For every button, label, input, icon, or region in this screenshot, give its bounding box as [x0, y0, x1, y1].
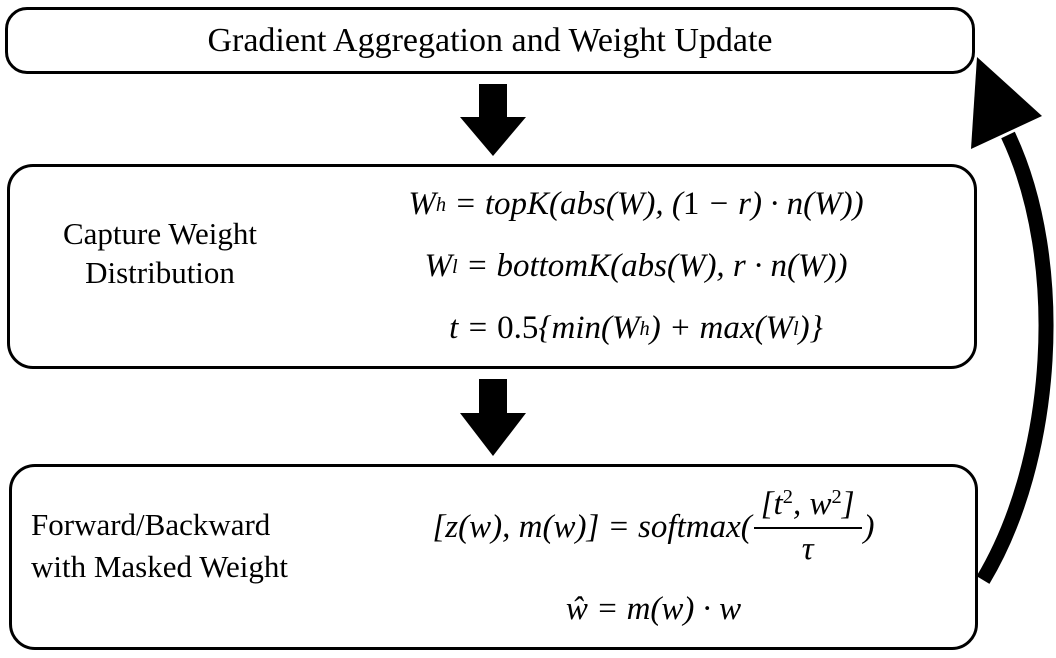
gradient-update-title: Gradient Aggregation and Weight Update: [207, 21, 773, 59]
masked-weight-formulas: [z(w), m(w)] = softmax([t2, w2]τ) ŵ = m(…: [344, 479, 975, 635]
masked-weight-box: Forward/Backward with Masked Weight [z(w…: [9, 464, 978, 650]
formula-masked-w: ŵ = m(w) · w: [565, 590, 742, 627]
loop-arrow-icon: [971, 57, 1054, 584]
down-arrow-2-icon: [460, 379, 526, 456]
down-arrow-1-icon: [460, 84, 526, 156]
masked-weight-label: Forward/Backward with Masked Weight: [31, 507, 288, 584]
capture-weight-label: Capture Weight Distribution: [62, 216, 258, 290]
formula-softmax: [z(w), m(w)] = softmax([t2, w2]τ): [432, 485, 875, 567]
gradient-update-box: Gradient Aggregation and Weight Update: [5, 7, 975, 74]
